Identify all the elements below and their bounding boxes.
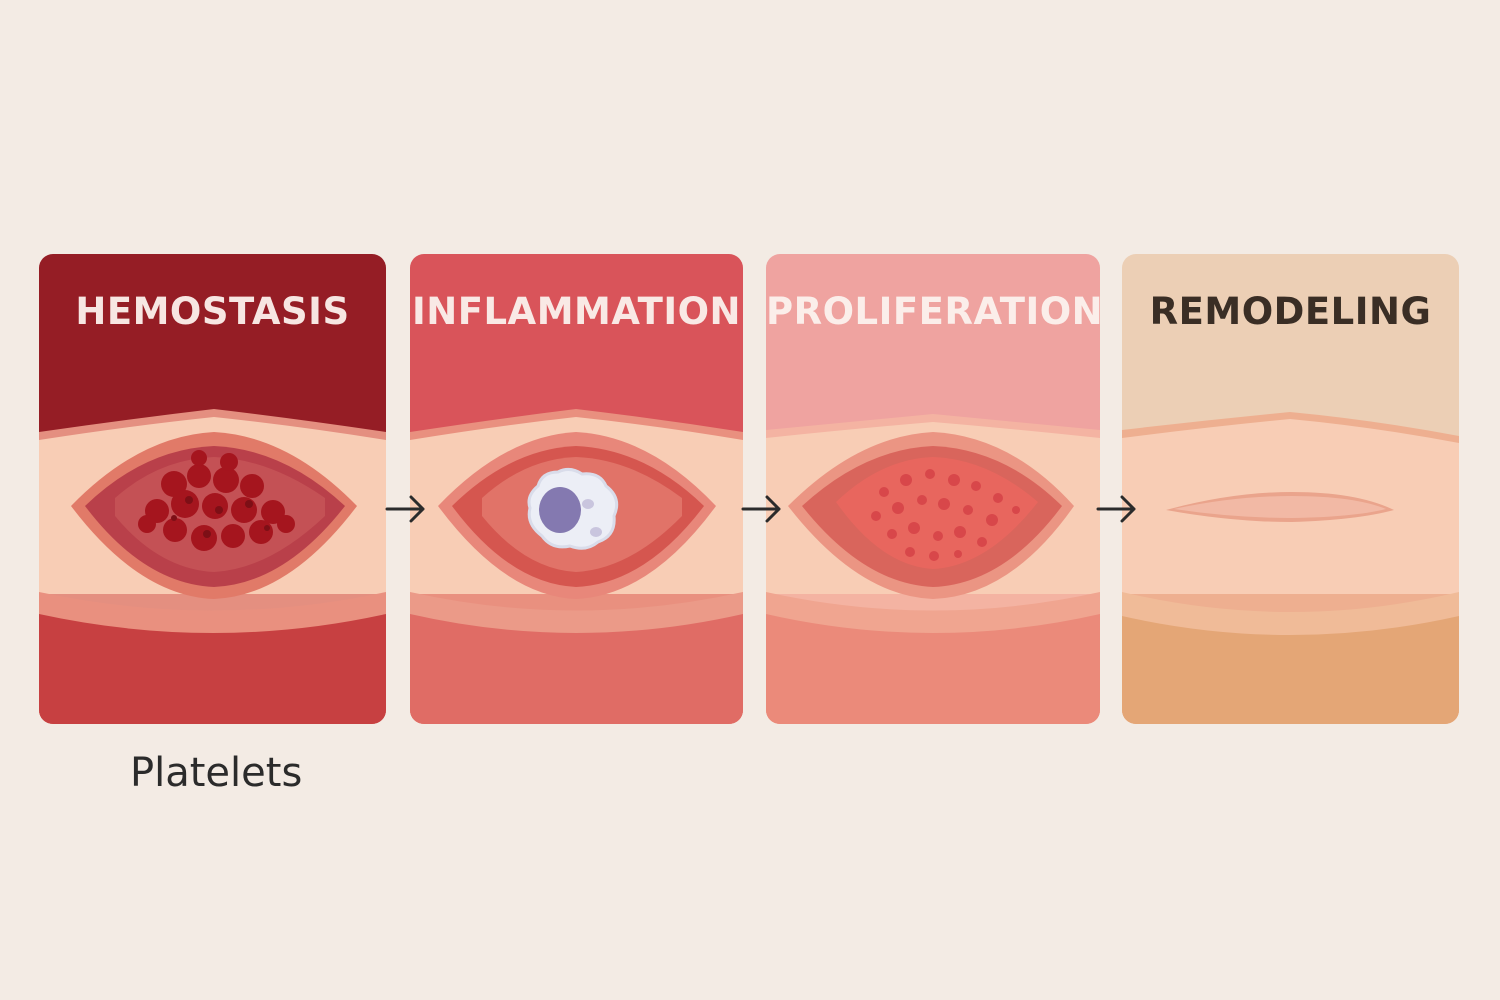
stage-panel-proliferation xyxy=(766,254,1100,724)
stage-title-hemostasis: HEMOSTASIS xyxy=(75,290,350,333)
stage-panel-hemostasis xyxy=(39,254,386,724)
white-blood-cell-icon xyxy=(527,467,619,550)
scar-tissue-icon xyxy=(1166,492,1394,522)
stage-title-proliferation: PROLIFERATION xyxy=(766,290,1104,333)
arrow-right-icon xyxy=(385,495,425,523)
stage-title-inflammation: INFLAMMATION xyxy=(411,290,742,333)
hemostasis-wound-illustration xyxy=(39,254,386,724)
stage-panel-inflammation xyxy=(410,254,743,724)
arrow-right-icon xyxy=(1096,495,1136,523)
remodeling-wound-illustration xyxy=(1122,254,1459,724)
granulation-tissue-icon xyxy=(871,469,1020,561)
proliferation-wound-illustration xyxy=(766,254,1100,724)
stage-title-remodeling: REMODELING xyxy=(1149,290,1432,333)
arrow-right-icon xyxy=(741,495,781,523)
inflammation-wound-illustration xyxy=(410,254,743,724)
stage-panel-remodeling xyxy=(1122,254,1459,724)
platelets-caption: Platelets xyxy=(130,750,303,796)
